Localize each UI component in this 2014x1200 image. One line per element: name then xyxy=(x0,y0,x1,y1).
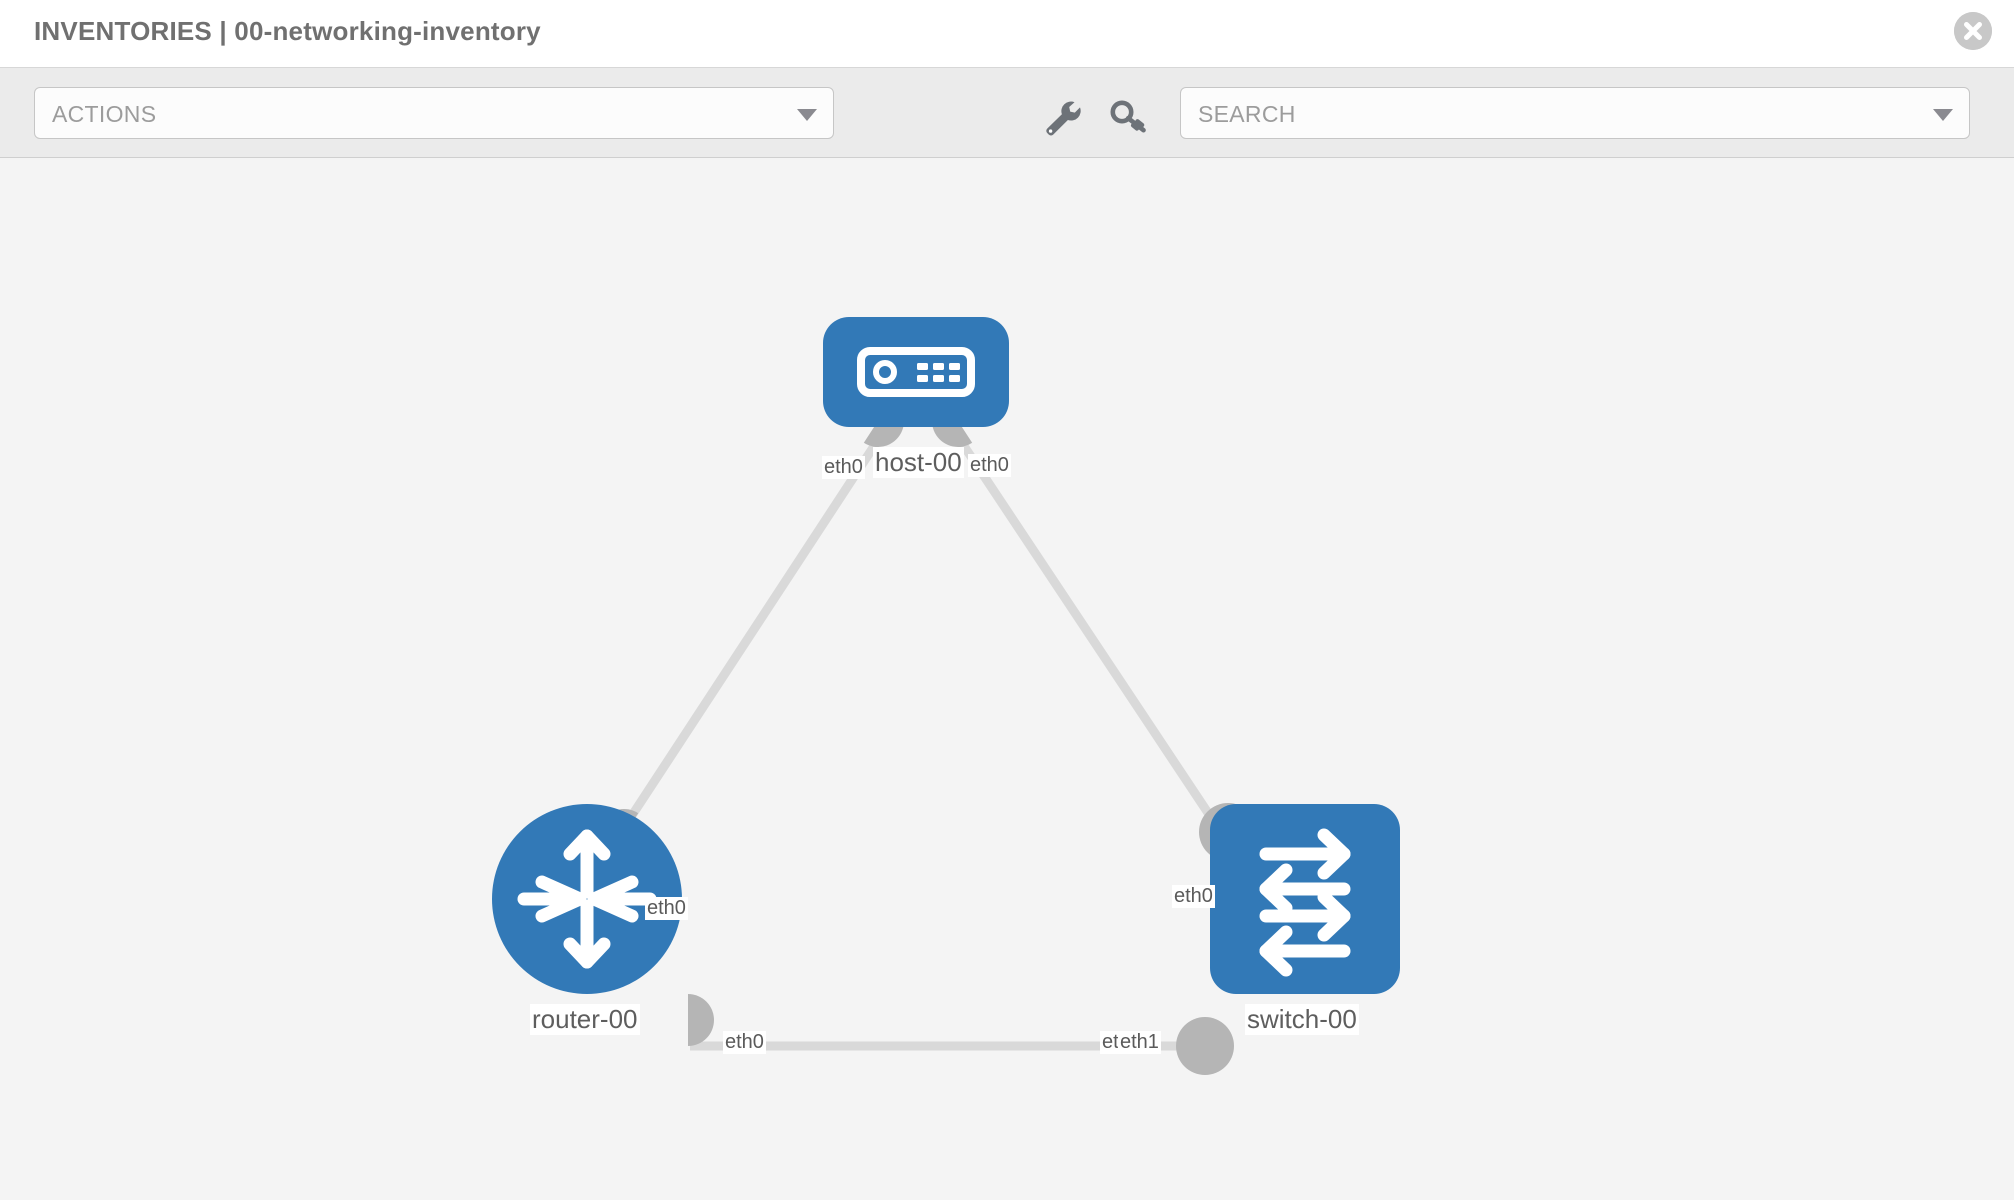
node-label-router-00: router-00 xyxy=(530,1004,640,1035)
stub-router-right[interactable] xyxy=(688,994,714,1046)
interface-label-host-left: eth0 xyxy=(822,456,865,479)
key-icon xyxy=(1110,100,1146,133)
switch-icon xyxy=(1259,828,1351,977)
chevron-down-icon xyxy=(797,109,817,121)
close-button[interactable] xyxy=(1954,12,1992,50)
wrench-button[interactable] xyxy=(1041,98,1081,136)
actions-dropdown-label: ACTIONS xyxy=(52,101,157,127)
interface-label-switch-left-eth1: eth1 xyxy=(1118,1031,1161,1054)
router-icon xyxy=(517,829,657,969)
edge-host-router[interactable] xyxy=(606,434,884,852)
topology-graph xyxy=(598,399,1257,1075)
stub-switch-left[interactable] xyxy=(1176,1017,1234,1075)
search-placeholder: SEARCH xyxy=(1198,101,1296,127)
page-header: INVENTORIES | 00-networking-inventory xyxy=(0,0,2014,68)
node-switch-00[interactable] xyxy=(1210,804,1400,994)
interface-label-switch-uplink: eth0 xyxy=(1172,885,1215,908)
interface-label-router-uplink: eth0 xyxy=(645,897,688,920)
edge-host-switch[interactable] xyxy=(954,434,1236,852)
close-icon xyxy=(1954,12,1992,50)
node-label-switch-00: switch-00 xyxy=(1245,1004,1359,1035)
page-title: INVENTORIES | 00-networking-inventory xyxy=(34,16,541,46)
interface-label-host-right: eth0 xyxy=(968,454,1011,477)
actions-dropdown[interactable]: ACTIONS xyxy=(34,87,834,139)
topology-canvas[interactable]: host-00 router-00 switch-00 eth0 eth0 et… xyxy=(0,159,2014,1200)
node-label-host-00: host-00 xyxy=(873,447,964,478)
search-field[interactable]: SEARCH xyxy=(1180,87,1970,139)
toolbar: ACTIONS SEARCH xyxy=(0,68,2014,158)
wrench-icon xyxy=(1046,101,1081,136)
chevron-down-icon xyxy=(1933,109,1953,121)
node-host-00[interactable] xyxy=(823,317,1009,427)
server-icon xyxy=(857,347,975,397)
interface-label-router-right: eth0 xyxy=(723,1031,766,1054)
key-button[interactable] xyxy=(1110,98,1150,136)
